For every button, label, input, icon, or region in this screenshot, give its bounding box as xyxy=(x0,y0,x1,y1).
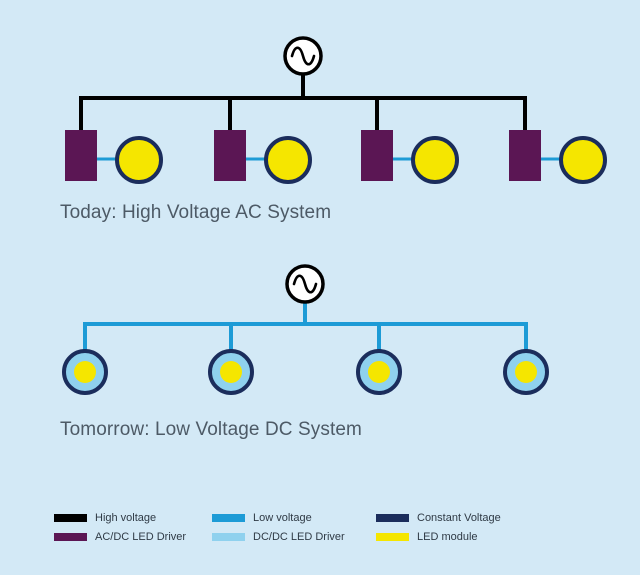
legend-swatch xyxy=(54,514,87,522)
legend-swatch xyxy=(212,514,245,522)
tomorrow-system-caption: Tomorrow: Low Voltage DC System xyxy=(60,419,362,440)
legend-swatch xyxy=(54,533,87,541)
today-system-caption: Today: High Voltage AC System xyxy=(60,202,332,223)
legend-label: LED module xyxy=(417,531,478,543)
legend-swatch xyxy=(376,533,409,541)
legend-label: AC/DC LED Driver xyxy=(95,531,187,543)
legend-label: High voltage xyxy=(95,512,157,524)
legend-label: Constant Voltage xyxy=(417,512,501,524)
led-module xyxy=(264,136,312,184)
sine-wave-icon xyxy=(290,46,316,66)
led-module xyxy=(515,361,537,383)
legend-item-low-voltage: Low voltage xyxy=(212,510,312,526)
legend-swatch xyxy=(212,533,245,541)
led-module xyxy=(220,361,242,383)
legend-label: DC/DC LED Driver xyxy=(253,531,345,543)
led-module xyxy=(368,361,390,383)
ac-dc-led-driver xyxy=(65,130,97,181)
legend-item-dc-dc-driver: DC/DC LED Driver xyxy=(212,529,345,545)
led-module xyxy=(411,136,459,184)
ac-dc-led-driver xyxy=(509,130,541,181)
ac-dc-led-driver xyxy=(214,130,246,181)
sine-wave-icon xyxy=(292,274,318,294)
legend: High voltage Low voltage Constant Voltag… xyxy=(54,510,594,550)
legend-label: Low voltage xyxy=(253,512,312,524)
led-module xyxy=(74,361,96,383)
ac-dc-led-driver xyxy=(361,130,393,181)
legend-item-ac-dc-driver: AC/DC LED Driver xyxy=(54,529,186,545)
led-module xyxy=(559,136,607,184)
legend-swatch xyxy=(376,514,409,522)
led-module xyxy=(115,136,163,184)
legend-item-constant-voltage: Constant Voltage xyxy=(376,510,501,526)
legend-item-high-voltage: High voltage xyxy=(54,510,156,526)
legend-item-led-module: LED module xyxy=(376,529,478,545)
